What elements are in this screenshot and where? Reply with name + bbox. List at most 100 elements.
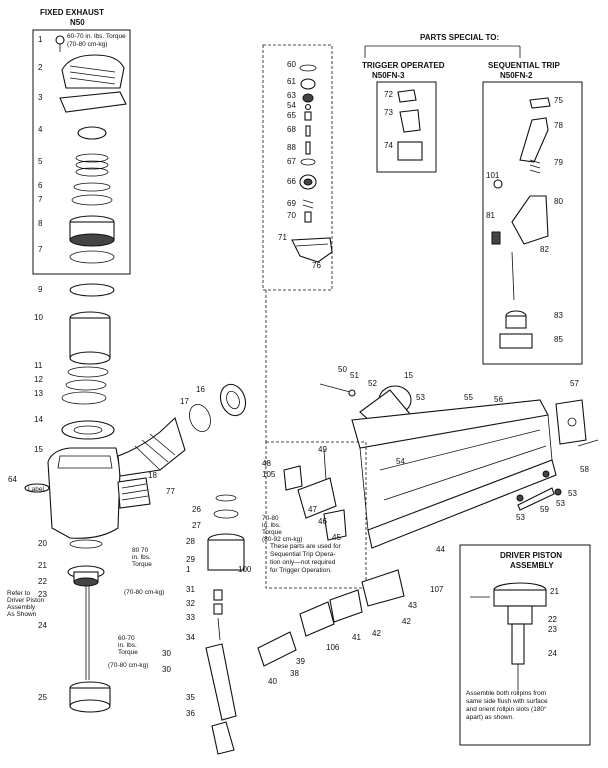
sequential-note-1: These parts are used for: [270, 543, 342, 550]
part-label: 2: [38, 63, 43, 72]
part-label: 46: [318, 517, 327, 526]
part-9-ring: [69, 283, 115, 297]
part-label: 9: [38, 285, 43, 294]
part-75: [529, 97, 551, 109]
driver-ref-note-3: Assembly: [7, 604, 36, 611]
part-11-oring: [67, 366, 109, 378]
part-label: 107: [430, 585, 444, 594]
part-label: 36: [186, 709, 195, 718]
part-88: [305, 141, 311, 155]
torque-top-note-1: 60-70 in. lbs. Torque: [67, 33, 126, 40]
part-13-oring: [61, 391, 107, 405]
part-label: 48: [262, 459, 271, 468]
part-label: 64: [8, 475, 17, 484]
part-label: 80: [554, 197, 563, 206]
part-label: 59: [540, 505, 549, 514]
part-label: 54: [396, 457, 405, 466]
part-18-grip: [117, 477, 151, 509]
part-label: 35: [186, 693, 195, 702]
part-69-spring: [302, 199, 314, 209]
part-31: [213, 589, 223, 601]
label-64-text: Label: [28, 486, 44, 493]
part-label: 106: [326, 643, 340, 652]
part-label: 8: [38, 219, 43, 228]
part-label: 41: [352, 633, 361, 642]
part-label: 44: [436, 545, 445, 554]
part-number-labels: 1 2 3 4 5 6 7 8 7 9 10 11 12 13 14 15 16…: [8, 35, 589, 718]
part-32: [213, 603, 223, 615]
part-label: 7: [38, 195, 43, 204]
part-label: 18: [148, 471, 157, 480]
part-12-oring: [65, 379, 107, 391]
part-label: 17: [180, 397, 189, 406]
part-3-gasket: [59, 91, 127, 113]
part-78: [519, 117, 549, 163]
part-47: [297, 477, 337, 519]
part-label: 50: [338, 365, 347, 374]
part-label: 6: [38, 181, 43, 190]
part-33: [217, 617, 221, 641]
part-101: [493, 179, 503, 189]
part-label: 101: [486, 171, 500, 180]
part-label: 15: [34, 445, 43, 454]
fixed-exhaust-box: [32, 29, 131, 275]
trigger-operated-box: [376, 81, 437, 173]
part-5-spring: [75, 153, 109, 177]
assemble-note-2: same side flush with surface: [466, 698, 548, 705]
part-28-nose: [207, 533, 245, 571]
torque-top-note-2: (70-80 cm-kg): [67, 41, 107, 48]
part-label: 24: [38, 621, 47, 630]
part-58-pin: [577, 439, 599, 447]
part-label: 78: [554, 121, 563, 130]
sequential-trip-box: [482, 81, 583, 365]
part-label: 53: [516, 513, 525, 522]
part-label: 12: [34, 375, 43, 384]
part-label: 85: [554, 335, 563, 344]
sequential-note-3: tion only—not required: [270, 559, 336, 566]
part-54: [304, 103, 312, 111]
part-label: 21: [38, 561, 47, 570]
driver-piston-drawing: [470, 582, 547, 690]
part-label: 72: [384, 90, 393, 99]
part-53-nut-c: [542, 470, 550, 478]
part-label: 25: [38, 693, 47, 702]
sequential-trip-title: SEQUENTIAL TRIP: [488, 61, 561, 70]
part-38-40-lower: [257, 569, 405, 667]
part-label: 10: [34, 313, 43, 322]
part-label: 45: [332, 533, 341, 542]
part-14-bumper: [61, 420, 115, 440]
part-label: 53: [556, 499, 565, 508]
part-label: 11: [34, 361, 43, 370]
part-label: 39: [296, 657, 305, 666]
trigger-operated-model: N50FN-3: [372, 71, 405, 80]
part-label: 63: [287, 91, 296, 100]
torque-mid-note-4: (70-80 cm-kg): [124, 589, 164, 596]
torque-mid-note-3: Torque: [132, 561, 152, 568]
part-label: 58: [580, 465, 589, 474]
torque-low-note-3: Torque: [118, 649, 138, 656]
part-label: 29: [186, 555, 195, 564]
part-71-76-bracket: [291, 237, 333, 263]
sequential-note-4: for Trigger Operation.: [270, 567, 332, 574]
label-64: [24, 483, 50, 493]
part-label: 61: [287, 77, 296, 86]
part-7-oring-lower: [69, 250, 115, 264]
part-label: 14: [34, 415, 43, 424]
part-8-head-valve: [69, 215, 115, 247]
trigger-operated-title: TRIGGER OPERATED: [362, 61, 445, 70]
part-label: 55: [464, 393, 473, 402]
torque-mid-note-2: in. lbs.: [132, 554, 151, 561]
part-label: 1: [186, 565, 191, 574]
part-label: 53: [568, 489, 577, 498]
part-label: 40: [268, 677, 277, 686]
part-10-cylinder: [69, 311, 111, 365]
part-label: 57: [570, 379, 579, 388]
part-26: [215, 494, 237, 502]
part-17-ring: [189, 404, 211, 432]
part-label: 13: [34, 389, 43, 398]
part-label: 21: [550, 587, 559, 596]
part-label: 76: [312, 261, 321, 270]
part-21-piston: [67, 565, 105, 587]
part-label: 88: [287, 143, 296, 152]
